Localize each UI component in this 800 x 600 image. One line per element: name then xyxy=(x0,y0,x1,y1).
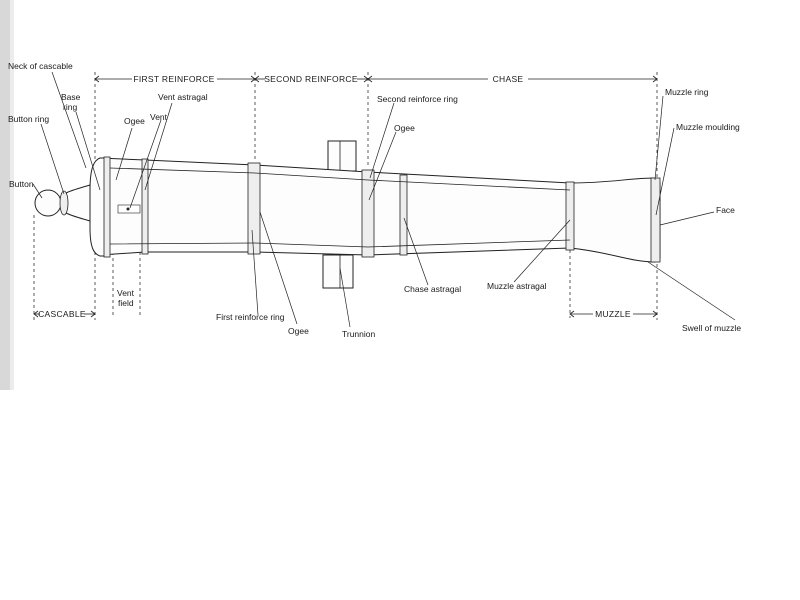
section-second-reinforce: SECOND REINFORCE xyxy=(264,74,358,84)
label-base-ring-line2: ring xyxy=(63,102,77,112)
label-second-reinforce-ring: Second reinforce ring xyxy=(377,94,458,104)
label-trunnion: Trunnion xyxy=(342,329,376,339)
label-vent-field-line1: Vent xyxy=(117,288,135,298)
vent-astragal-ring xyxy=(141,158,149,255)
page-edge-shadow-inner xyxy=(10,0,14,390)
label-ogee-mid: Ogee xyxy=(394,123,415,133)
muzzle-ring-band xyxy=(650,177,661,263)
button-ring xyxy=(59,190,69,216)
base-ring xyxy=(89,157,109,257)
label-face: Face xyxy=(716,205,735,215)
barrel-highlight-top xyxy=(109,167,571,191)
section-first-reinforce: FIRST REINFORCE xyxy=(133,74,214,84)
label-ogee-left: Ogee xyxy=(124,116,145,126)
trunnion-bottom xyxy=(322,254,354,289)
page-edge-shadow xyxy=(0,0,10,390)
label-muzzle-ring: Muzzle ring xyxy=(665,87,709,97)
first-reinforce-ring-band xyxy=(247,162,261,255)
vent-hole xyxy=(126,207,130,211)
trunnion-top xyxy=(327,140,357,172)
button xyxy=(34,189,62,217)
label-button-ring: Button ring xyxy=(8,114,49,124)
section-cascable: CASCABLE xyxy=(38,309,86,319)
cascable-neck xyxy=(65,184,91,222)
label-neck-of-cascable: Neck of cascable xyxy=(8,61,73,71)
section-muzzle: MUZZLE xyxy=(595,309,631,319)
chase-astragal-ring xyxy=(399,174,408,256)
muzzle-astragal-ring xyxy=(565,181,575,251)
base-ring-band xyxy=(103,156,111,258)
second-reinforce-ring-band xyxy=(361,169,375,258)
label-base-ring-line1: Base xyxy=(61,92,81,102)
label-vent: Vent xyxy=(150,112,168,122)
barrel-highlight-bottom xyxy=(109,239,571,248)
label-ogee-bottom: Ogee xyxy=(288,326,309,336)
label-muzzle-astragal: Muzzle astragal xyxy=(487,281,547,291)
section-dimension-lines xyxy=(94,72,658,320)
label-first-reinforce-ring: First reinforce ring xyxy=(216,312,285,322)
label-swell-of-muzzle: Swell of muzzle xyxy=(682,323,741,333)
label-vent-astragal: Vent astragal xyxy=(158,92,208,102)
leader-lines xyxy=(32,71,736,328)
label-muzzle-moulding: Muzzle moulding xyxy=(676,122,740,132)
section-chase: CHASE xyxy=(493,74,524,84)
label-vent-field-line2: field xyxy=(118,298,134,308)
label-chase-astragal: Chase astragal xyxy=(404,284,461,294)
label-button: Button xyxy=(9,179,34,189)
